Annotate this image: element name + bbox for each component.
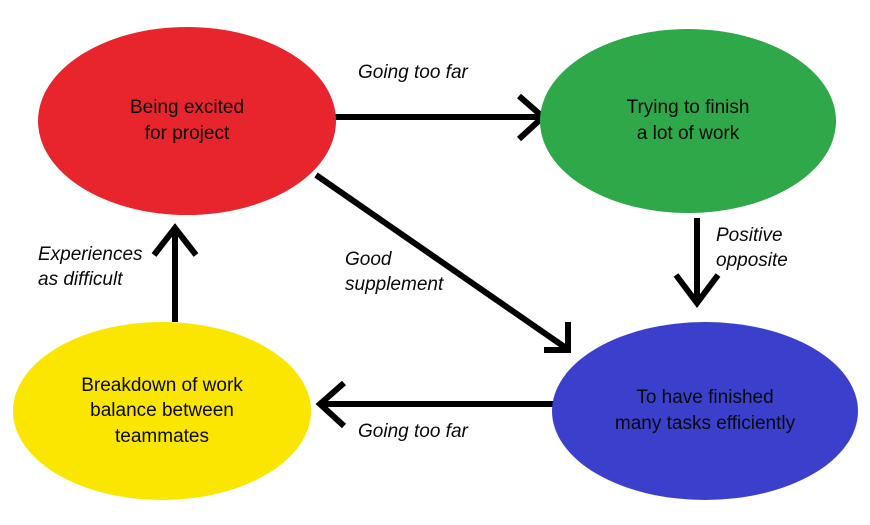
edge-label-going-too-far-top: Going too far [358,62,468,83]
edge-finish-work-to-finished-tasks [673,218,721,308]
edge-label-positive-opposite: Positive opposite [716,225,788,271]
node-excited-label: Being excited for project [129,97,245,144]
node-excited[interactable]: Being excited for project [38,27,336,215]
edge-label-experiences-as-difficult: Experiences as difficult [38,244,143,290]
edge-label-good-supplement: Good supplement [345,249,444,295]
node-breakdown-label: Breakdown of work balance between teamma… [81,374,243,447]
node-finished-tasks[interactable]: To have finished many tasks efficiently [552,322,858,500]
edge-label-going-too-far-bottom: Going too far [358,421,468,442]
edge-excited-to-finish-work [335,93,548,142]
edge-breakdown-to-excited [151,223,199,322]
node-finished-tasks-label: To have finished many tasks efficiently [614,387,796,434]
node-finish-work-label: Trying to finish a lot of work [626,97,750,144]
node-finish-work[interactable]: Trying to finish a lot of work [540,29,836,213]
node-breakdown[interactable]: Breakdown of work balance between teamma… [13,322,311,500]
